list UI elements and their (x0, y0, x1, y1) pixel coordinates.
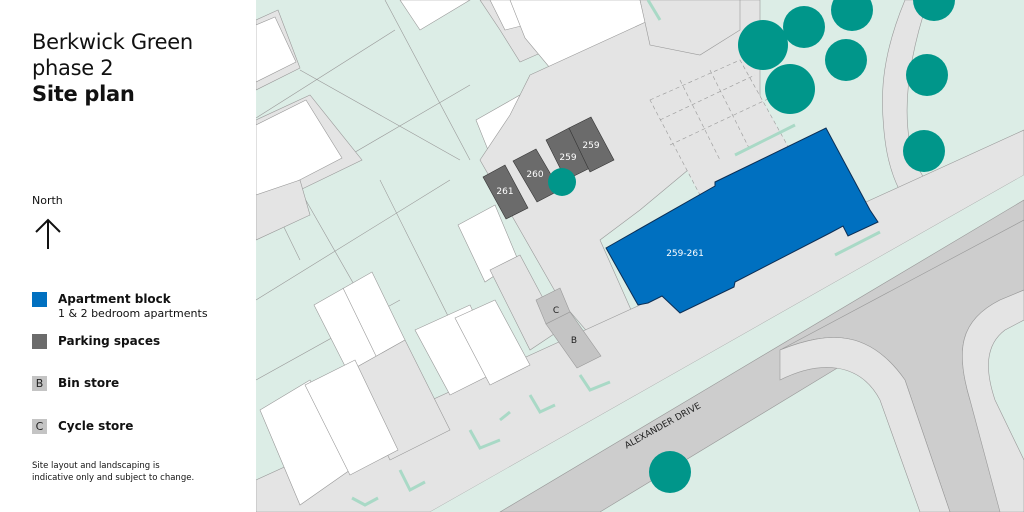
legend-item-parking-spaces: Parking spaces (32, 334, 160, 349)
title-phase: phase 2 (32, 56, 114, 80)
legend-item-bin-store: B Bin store (32, 376, 119, 391)
parking-bay-label: 261 (496, 187, 513, 197)
tree-icon (903, 130, 945, 172)
legend-item-cycle-store: C Cycle store (32, 419, 133, 434)
legend-label: Parking spaces (58, 334, 161, 348)
bin-store-swatch-icon: B (32, 376, 47, 391)
stores: C B (535, 287, 602, 369)
tree-icon (649, 451, 691, 493)
parking-bay-label: 259 (559, 153, 576, 163)
trees (548, 0, 955, 493)
hedges (351, 0, 881, 507)
tree-icon (783, 6, 825, 48)
parking-bay-259b (568, 116, 615, 173)
apartment-block: 259-261 (605, 127, 879, 314)
tree-icon (831, 0, 873, 31)
parking-bay-261 (482, 164, 529, 220)
north-indicator: North (32, 194, 63, 249)
disclaimer-line2: indicative only and subject to change. (32, 473, 195, 483)
cycle-store-swatch-icon: C (32, 419, 47, 434)
title-site-plan: Site plan (32, 82, 135, 106)
arrow-up-icon (35, 218, 61, 249)
tree-icon (765, 64, 815, 114)
tree-icon (906, 54, 948, 96)
legend-item-apartment-block: Apartment block 1 & 2 bedroom apartments (32, 292, 208, 320)
apartment-block-label: 259-261 (666, 249, 704, 259)
legend-label: Cycle store (58, 419, 134, 433)
houses-southwest (259, 254, 561, 506)
legend-sublabel: 1 & 2 bedroom apartments (58, 307, 208, 320)
page-title: Berkwick Green phase 2 Site plan (32, 29, 193, 107)
bin-store (545, 311, 602, 369)
legend-label: Apartment block (58, 292, 171, 306)
side-road-pavement-west (779, 337, 951, 512)
north-label: North (32, 194, 63, 207)
title-development-name: Berkwick Green (32, 30, 193, 54)
apartment-swatch-icon (32, 292, 47, 307)
tree-icon (913, 0, 955, 21)
disclaimer: Site layout and landscaping is indicativ… (32, 460, 242, 484)
parking-swatch-icon (32, 334, 47, 349)
disclaimer-line1: Site layout and landscaping is (32, 461, 160, 471)
legend-panel: Berkwick Green phase 2 Site plan North A… (0, 0, 256, 512)
grass-south (430, 175, 1024, 512)
tree-icon (738, 20, 788, 70)
parking-bay-label: 259 (582, 141, 599, 151)
side-road-pavement-east (961, 289, 1024, 512)
tree-icon (548, 168, 576, 196)
bin-store-label: B (571, 336, 577, 346)
paved-courtyard (479, 0, 791, 371)
tree-icon (825, 39, 867, 81)
parking-bays: 261 260 259 259 (482, 116, 615, 220)
cycle-store-label: C (553, 306, 559, 316)
site-plan-map[interactable]: C B 261 260 259 259 259-261 (256, 0, 1024, 512)
legend-label: Bin store (58, 376, 120, 390)
map-canvas[interactable]: C B 261 260 259 259 259-261 (256, 0, 1024, 512)
parking-bay-label: 260 (526, 170, 543, 180)
